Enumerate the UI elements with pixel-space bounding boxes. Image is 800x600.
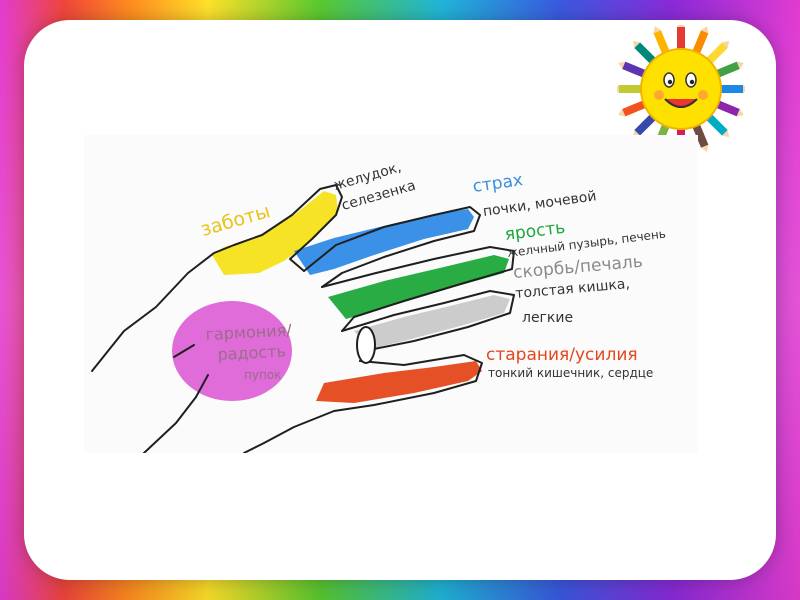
pencil-ray xyxy=(691,26,709,56)
little-finger-fill xyxy=(316,361,482,403)
pencil-ray xyxy=(705,113,730,138)
pencil-ray xyxy=(705,40,730,65)
pencil-ray xyxy=(714,61,744,79)
pencil-ray xyxy=(714,99,744,117)
label-palm-emotion-1: гармония/ xyxy=(205,320,293,344)
index-finger-fill xyxy=(294,209,474,275)
pencil-ray xyxy=(677,25,685,51)
hand-drawing xyxy=(91,184,515,453)
smiling-sun-icon xyxy=(617,25,745,153)
pencil-ray xyxy=(719,85,745,93)
label-little-organs: тонкий кишечник, сердце xyxy=(488,366,654,380)
ring-finger-fill xyxy=(354,295,510,349)
ring-band xyxy=(356,326,376,364)
hand-diagram: заботы желудок, селезенка страх почки, м… xyxy=(84,135,698,453)
hand-outline xyxy=(91,184,343,372)
pencil-ray xyxy=(632,40,657,65)
thumb-fill xyxy=(212,191,338,275)
label-palm-emotion-2: радость xyxy=(217,341,287,364)
middle-finger-fill xyxy=(328,255,509,319)
label-palm-organ: пупок xyxy=(244,368,282,382)
pencil-ray xyxy=(618,99,648,117)
label-little-emotion: старания/усилия xyxy=(486,345,638,365)
label-ring-organs-2: легкие xyxy=(522,310,574,326)
pencil-ray xyxy=(653,26,671,56)
pencil-ray xyxy=(691,122,709,152)
palm-spot xyxy=(172,301,292,401)
pencil-ray xyxy=(617,85,643,93)
pencil-ray xyxy=(618,61,648,79)
